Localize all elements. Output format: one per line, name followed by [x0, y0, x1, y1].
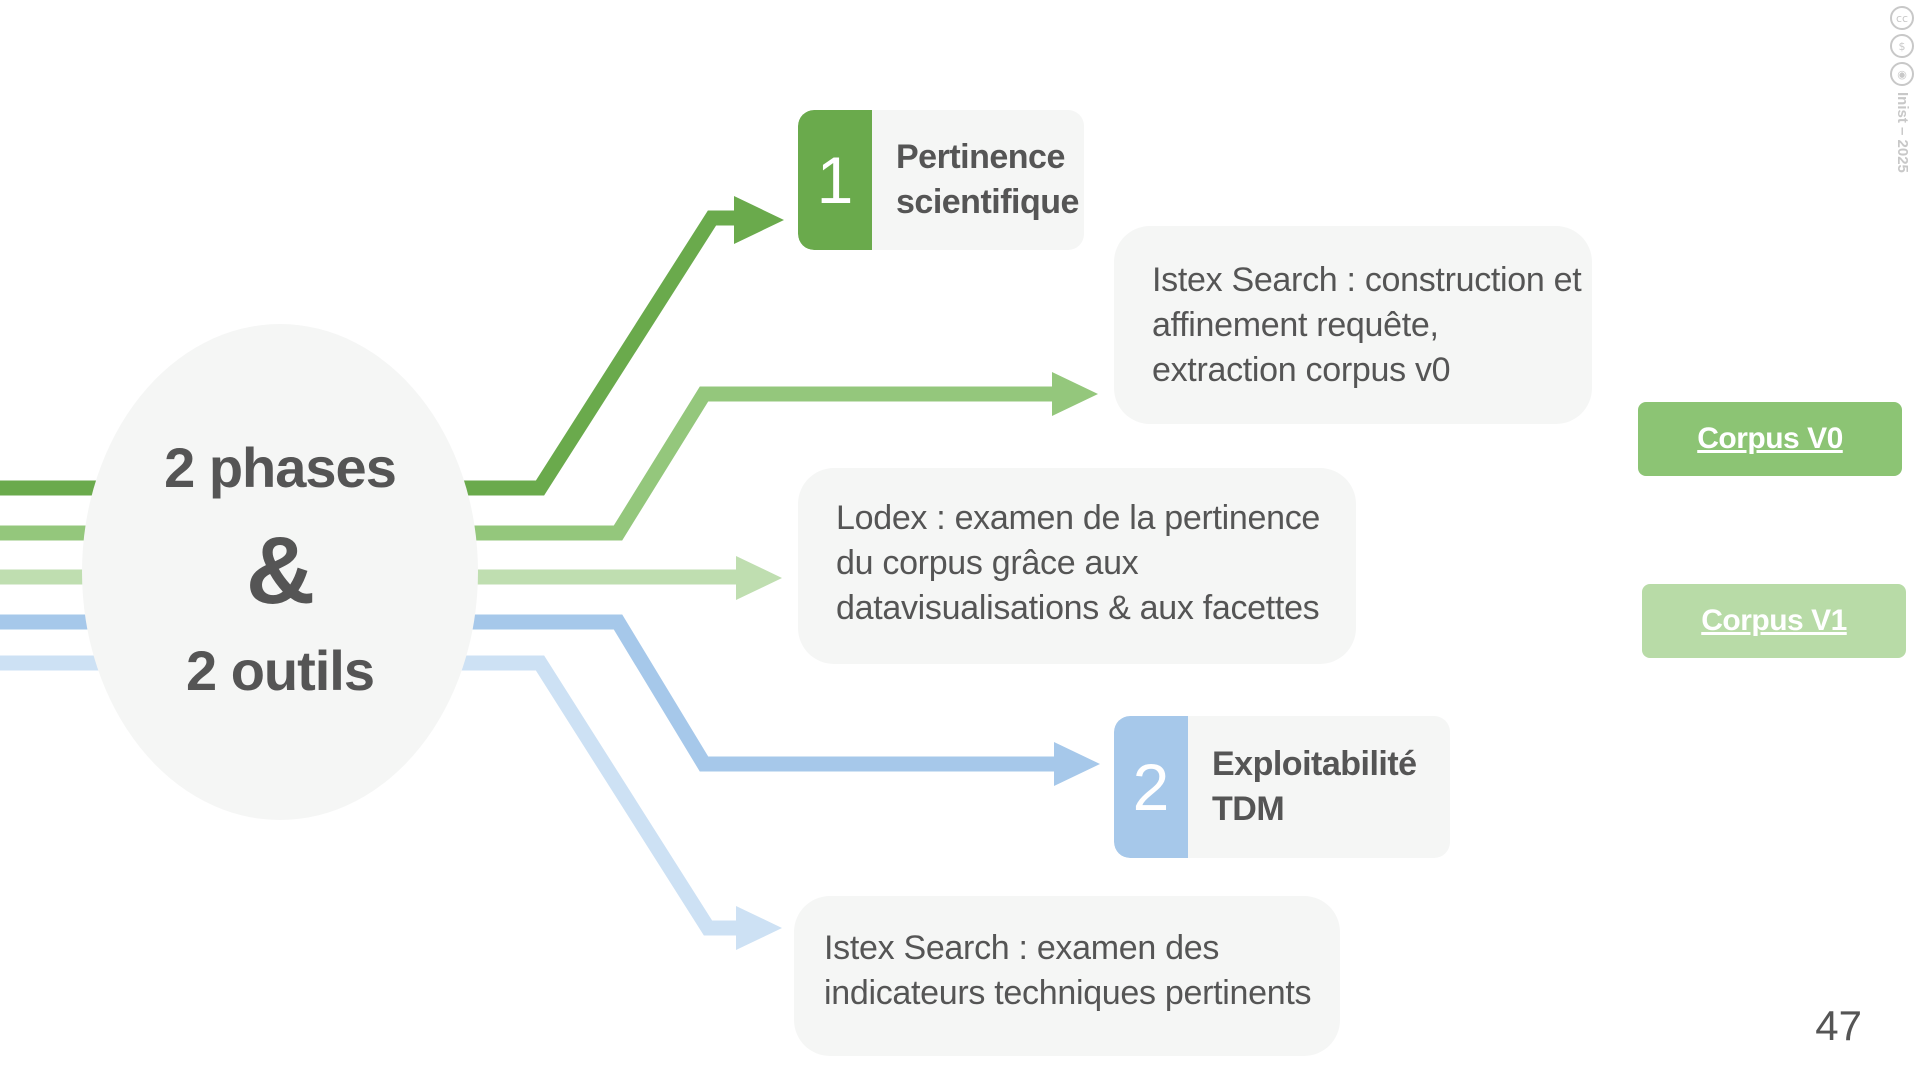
- flow-green-mid-to-istex-construction-arrowhead: [1052, 372, 1098, 416]
- phase-1-card: 1 Pertinence scientifique: [798, 110, 1084, 250]
- non-commercial-icon: $: [1890, 34, 1914, 58]
- note-lodex: Lodex : examen de la pertinence du corpu…: [798, 468, 1356, 664]
- note-istex-indicators-line1: Istex Search : examen des: [824, 929, 1220, 967]
- note-lodex-line2: du corpus grâce aux: [836, 544, 1139, 582]
- flow-green-dark-to-phase-1-arrowhead: [734, 196, 784, 244]
- phase-1-title-line2: scientifique: [896, 183, 1079, 221]
- phase-1-title: Pertinence scientifique: [896, 110, 1079, 250]
- phase-2-number: 2: [1114, 716, 1188, 858]
- page-number: 47: [1815, 1002, 1862, 1049]
- note-istex-construction-line2: affinement requête,: [1152, 306, 1439, 344]
- hub-ampersand: &: [245, 517, 315, 624]
- flow-blue-mid-to-phase-2-arrowhead: [1054, 742, 1100, 786]
- attribution-icon: ◉: [1890, 62, 1914, 86]
- license-text: Inist – 2025: [1894, 92, 1911, 173]
- flow-green-light-to-lodex-arrowhead: [736, 556, 782, 600]
- note-lodex-line1: Lodex : examen de la pertinence: [836, 499, 1321, 537]
- hub-title-phases: 2 phases: [164, 436, 397, 499]
- note-istex-indicators-line2: indicateurs techniques pertinents: [824, 974, 1312, 1012]
- phase-1-title-line1: Pertinence: [896, 138, 1065, 176]
- hub-title-tools: 2 outils: [185, 639, 375, 702]
- flow-blue-light-to-istex-indicators-arrowhead: [736, 906, 782, 950]
- license-badge: cc $ ◉ Inist – 2025: [1890, 6, 1918, 173]
- note-lodex-line3: datavisualisations & aux facettes: [836, 589, 1320, 627]
- note-istex-construction-line1: Istex Search : construction et: [1152, 261, 1582, 299]
- note-istex-search-indicators: Istex Search : examen des indicateurs te…: [794, 896, 1340, 1056]
- phase-2-title: Exploitabilité TDM: [1212, 716, 1417, 858]
- corpus-v1-button[interactable]: Corpus V1: [1642, 584, 1906, 658]
- note-istex-search-construction: Istex Search : construction et affinemen…: [1114, 226, 1592, 424]
- phase-2-card: 2 Exploitabilité TDM: [1114, 716, 1450, 858]
- cc-icon: cc: [1890, 6, 1914, 30]
- phase-2-title-line1: Exploitabilité: [1212, 745, 1417, 783]
- note-istex-construction-line3: extraction corpus v0: [1152, 351, 1451, 389]
- hub-ellipse: [82, 324, 478, 820]
- corpus-v0-button[interactable]: Corpus V0: [1638, 402, 1902, 476]
- phase-2-title-line2: TDM: [1212, 790, 1285, 828]
- phase-1-number: 1: [798, 110, 872, 250]
